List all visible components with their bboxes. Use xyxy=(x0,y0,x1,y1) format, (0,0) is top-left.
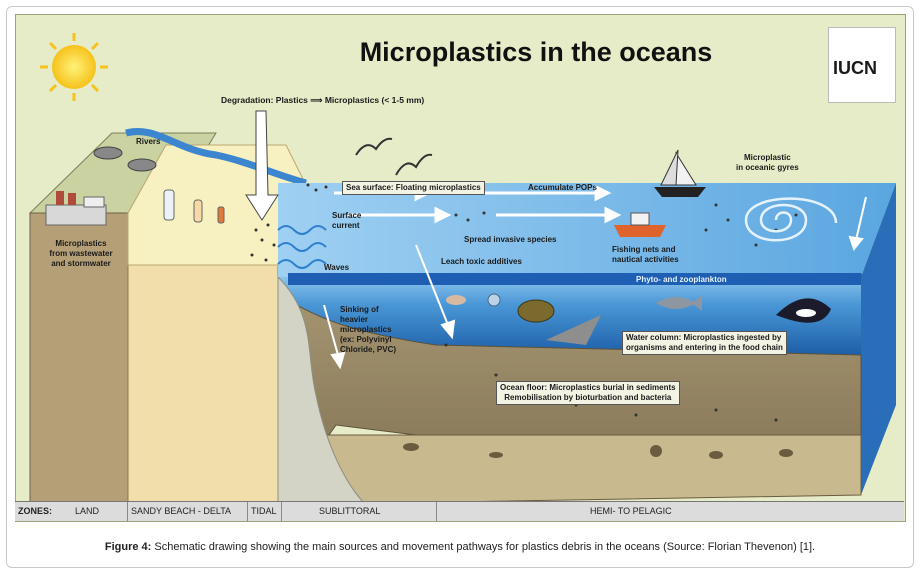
gyre-spiral xyxy=(744,197,838,242)
invasive-label: Spread invasive species xyxy=(464,235,557,244)
sailboat-icon xyxy=(654,149,706,197)
degradation-arrow xyxy=(245,110,279,221)
accumulate-label: Accumulate POPs xyxy=(528,183,597,192)
seafloor-organisms xyxy=(403,443,793,459)
orca-icon xyxy=(776,298,831,323)
figure-caption: Figure 4: Schematic drawing showing the … xyxy=(0,541,920,553)
source-label: Microplastics from wastewater and stormw… xyxy=(49,239,113,268)
sinking-arrows xyxy=(323,196,867,370)
degradation-label: Degradation: Plastics ⟹ Microplastics (<… xyxy=(221,95,425,105)
rivers-label: Rivers xyxy=(136,137,161,146)
turtle-icon xyxy=(517,299,555,323)
block-side xyxy=(861,183,896,495)
shark-icon xyxy=(546,315,601,345)
sea-surface xyxy=(278,183,896,277)
plankton-band xyxy=(288,273,868,285)
sinking-label: Sinking of heavier microplastics (ex: Po… xyxy=(340,305,397,354)
caption-text: Schematic drawing showing the main sourc… xyxy=(151,541,816,553)
sediment-strip xyxy=(277,434,862,506)
caption-label: Figure 4: xyxy=(104,541,152,553)
diagram-artwork xyxy=(28,33,896,507)
sea-surface-label: Sea surface: Floating microplastics xyxy=(342,181,485,195)
fishing-label: Fishing nets and nautical activities xyxy=(612,245,679,264)
zone-beach: SANDY BEACH - DELTA xyxy=(131,506,232,516)
treatment-tank-icon xyxy=(93,146,157,172)
zones-prefix: ZONES: xyxy=(18,506,53,516)
zone-land: LAND xyxy=(75,506,100,516)
zone-sublittoral: SUBLITTORAL xyxy=(319,506,381,516)
zones-bar: ZONES: LAND SANDY BEACH - DELTA TIDAL SU… xyxy=(15,501,904,521)
plastic-bottle-icon xyxy=(163,189,225,224)
seagull-icon xyxy=(355,137,433,176)
surface-current-label: Surface current xyxy=(332,211,362,230)
tidal-slope xyxy=(277,275,368,506)
gyres-label: Microplastic in oceanic gyres xyxy=(736,153,799,172)
plankton-fish-icon xyxy=(446,293,501,307)
ship-icon xyxy=(614,212,666,237)
waves-label: Waves xyxy=(324,263,350,272)
factory-icon xyxy=(45,191,107,226)
waves-icon xyxy=(277,225,327,269)
ocean-floor-label: Ocean floor: Microplastics burial in sed… xyxy=(496,381,680,405)
microplastic-debris xyxy=(250,183,798,422)
leach-label: Leach toxic additives xyxy=(441,257,522,266)
plankton-label: Phyto- and zooplankton xyxy=(636,275,727,284)
zone-pelagic: HEMI- TO PELAGIC xyxy=(590,506,672,516)
sun-icon xyxy=(40,33,108,101)
fish-icon xyxy=(656,295,702,311)
diagram-poster: Microplastics in the oceans IUCN Degrada… xyxy=(15,14,906,522)
zone-tidal: TIDAL xyxy=(251,506,277,516)
water-column-label: Water column: Microplastics ingested by … xyxy=(622,331,787,355)
iucn-logo-text: IUCN xyxy=(833,58,877,78)
iucn-logo xyxy=(828,27,896,103)
river xyxy=(125,128,307,187)
page-title: Microplastics in the oceans xyxy=(359,37,713,67)
